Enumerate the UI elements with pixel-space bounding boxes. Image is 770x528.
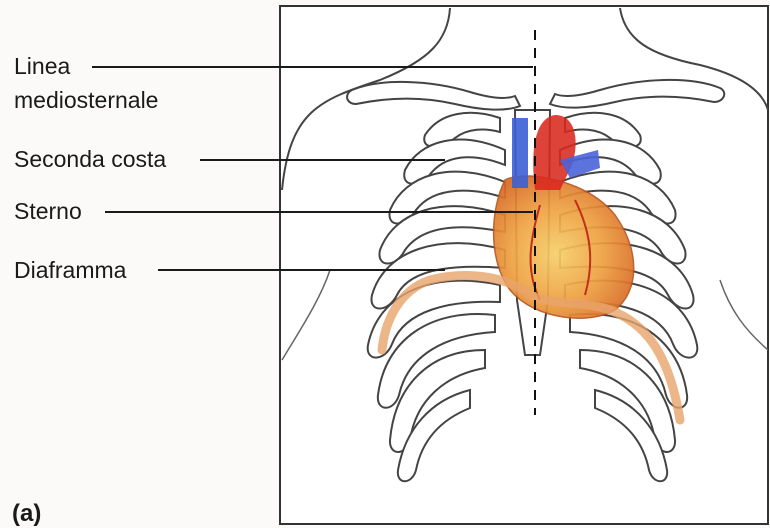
label-linea-line1: Linea [14,52,70,80]
label-sterno: Sterno [14,197,82,225]
label-seconda-costa: Seconda costa [14,145,166,173]
superior-vena-cava [512,118,528,188]
label-linea-line2: mediosternale [14,86,158,114]
panel-letter: (a) [12,500,41,528]
label-diaframma: Diaframma [14,256,126,284]
